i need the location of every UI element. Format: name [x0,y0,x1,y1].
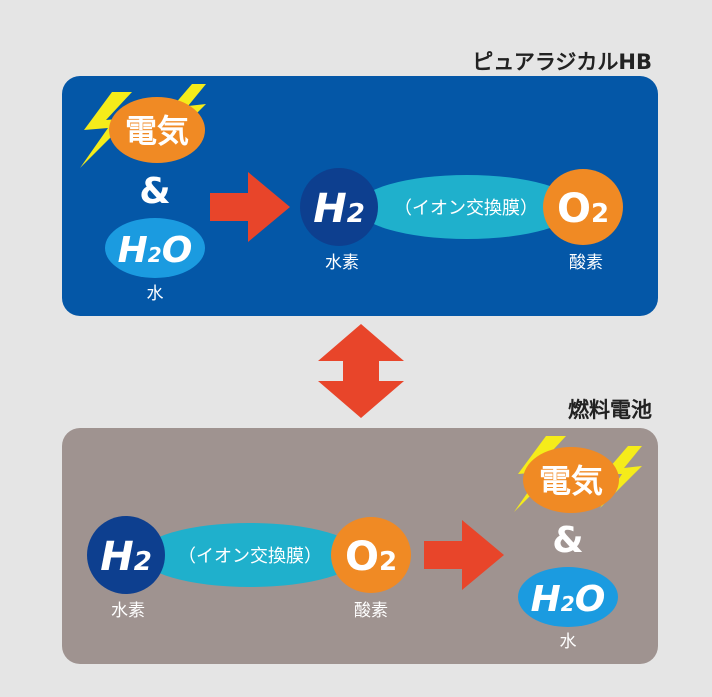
oxygen-text: O2 [557,186,609,232]
hydrogen-circle [300,168,378,246]
hydrogen-circle [87,516,165,594]
oxygen-circle [543,169,623,245]
oxygen-caption: 酸素 [569,253,603,273]
hb-title: ピュアラジカルHB [472,50,652,74]
water-oval [518,567,618,627]
arrow-right-icon [424,520,504,590]
oxygen-text: O2 [345,534,397,580]
water-caption: 水 [147,284,164,304]
membrane-text: （イオン交換膜） [394,198,538,219]
double-arrow-icon [318,324,404,418]
lightning-icon [80,92,132,168]
water-oval [105,218,205,278]
oxygen-caption: 酸素 [354,601,388,621]
fuel-cell-title: 燃料電池 [568,398,652,422]
ampersand-text: & [139,171,170,212]
membrane-oval [140,523,360,587]
hydrogen-caption: 水素 [111,601,145,621]
oxygen-circle [331,517,411,593]
electricity-text: 電気 [539,462,603,500]
hydrogen-caption: 水素 [325,253,359,273]
electricity-oval [523,447,619,513]
ampersand-text: & [552,520,583,561]
water-caption: 水 [560,632,577,652]
membrane-text: （イオン交換膜） [178,546,322,567]
electricity-oval [109,97,205,163]
lightning-icon [514,436,566,512]
electricity-text: 電気 [125,112,189,150]
arrow-right-icon [210,172,290,242]
membrane-oval [357,175,577,239]
